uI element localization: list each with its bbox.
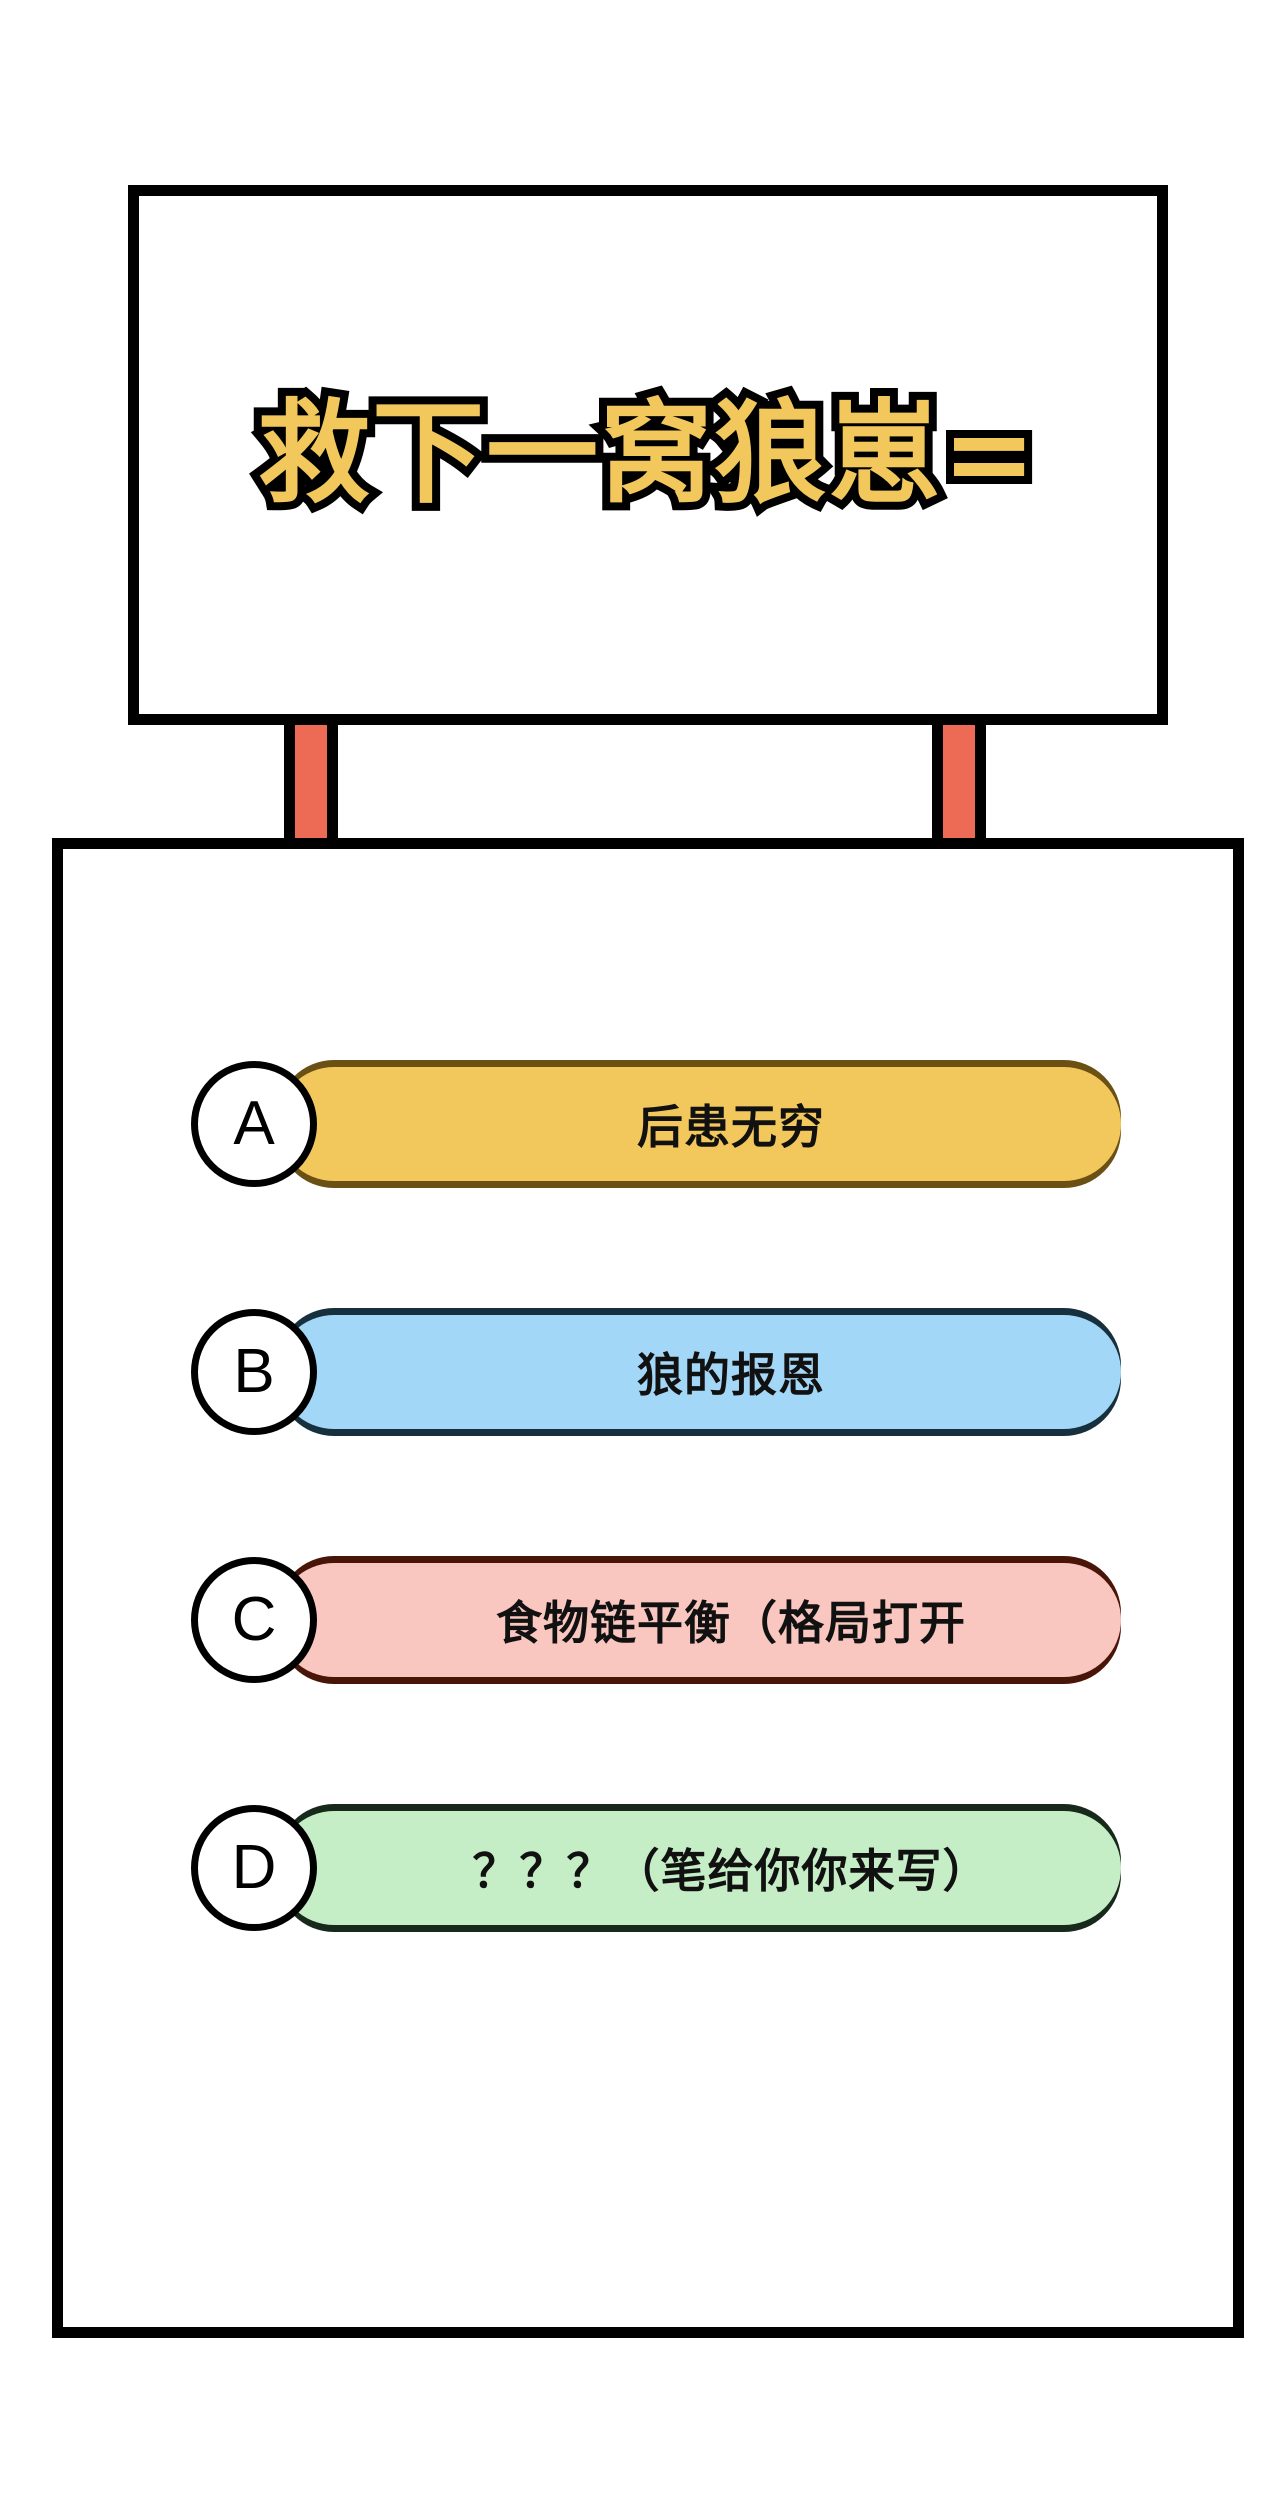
option-letter-d: D [231, 1833, 277, 1902]
option-badge-c[interactable]: C [191, 1557, 317, 1683]
option-label-d: ？？？（笔给你你来写） [472, 1844, 990, 1898]
option-badge-b[interactable]: B [191, 1309, 317, 1435]
option-row-b[interactable]: 狼的报恩 B [191, 1309, 1121, 1435]
option-letter-a: A [233, 1089, 275, 1158]
option-label-b: 狼的报恩 [637, 1348, 825, 1402]
option-label-a: 后患无穷 [637, 1100, 825, 1154]
option-row-c[interactable]: 食物链平衡（格局打开 C [191, 1557, 1121, 1683]
option-badge-a[interactable]: A [191, 1061, 317, 1187]
option-row-a[interactable]: 后患无穷 A [191, 1061, 1121, 1187]
option-bar-d[interactable]: ？？？（笔给你你来写） [277, 1811, 1121, 1925]
option-bar-b[interactable]: 狼的报恩 [277, 1315, 1121, 1429]
sign-title: 救下一窝狼崽= [139, 388, 1157, 521]
sign-title-text: 救下一窝狼崽= [250, 388, 1044, 521]
option-letter-b: B [233, 1337, 275, 1406]
option-row-d[interactable]: ？？？（笔给你你来写） D [191, 1805, 1121, 1931]
option-bar-a[interactable]: 后患无穷 [277, 1067, 1121, 1181]
answer-panel: 后患无穷 A 狼的报恩 B 食物链平衡（格局打开 C [52, 838, 1244, 2338]
option-bar-c[interactable]: 食物链平衡（格局打开 [277, 1563, 1121, 1677]
option-list: 后患无穷 A 狼的报恩 B 食物链平衡（格局打开 C [191, 1061, 1121, 1931]
option-label-c: 食物链平衡（格局打开 [496, 1596, 966, 1650]
option-letter-c: C [231, 1585, 277, 1654]
option-badge-d[interactable]: D [191, 1805, 317, 1931]
title-sign-board: 救下一窝狼崽= [128, 185, 1168, 725]
